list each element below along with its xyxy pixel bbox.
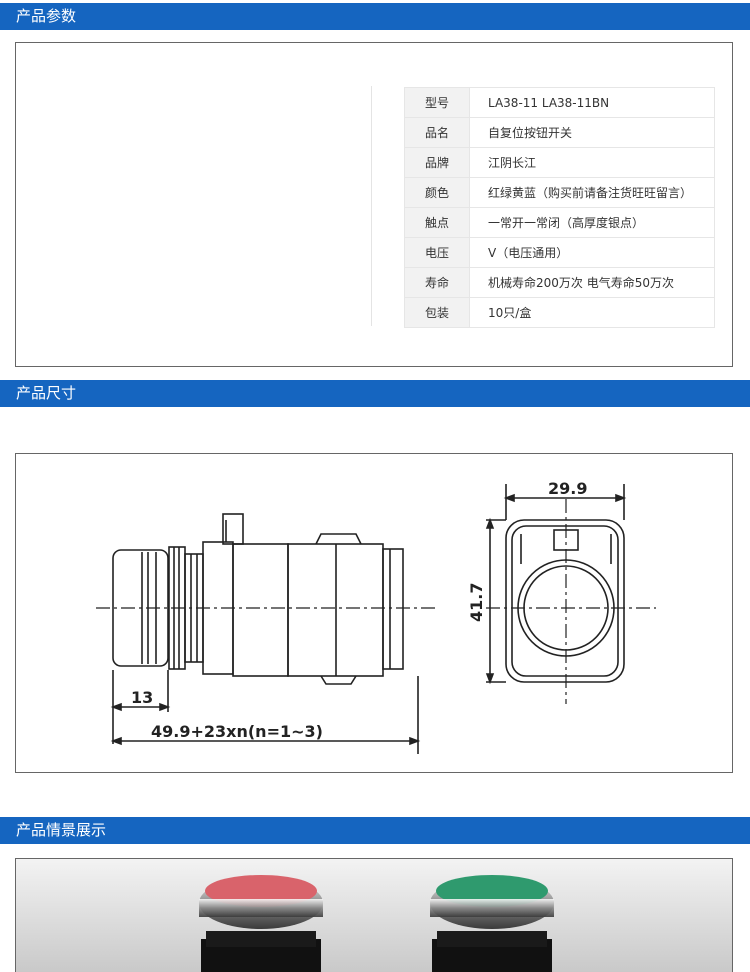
section-header-size: 产品尺寸 [0,380,750,407]
section-header-scene: 产品情景展示 [0,817,750,844]
dim-head-label: 13 [131,688,153,707]
section-title: 产品尺寸 [16,384,77,402]
spec-key: 触点 [404,207,470,238]
spec-key: 电压 [404,237,470,268]
green-button [430,875,554,972]
spec-value: 自复位按钮开关 [469,117,715,148]
dimension-drawing: 13 49.9+23xn(n=1~3) 29.9 41.7 [96,479,656,754]
product-photo-image [199,875,554,972]
spec-value: 红绿黄蓝（购买前请备注货旺旺留言） [469,177,715,208]
spec-value: 一常开一常闭（高厚度银点） [469,207,715,238]
spec-row: 触点一常开一常闭（高厚度银点） [404,207,715,238]
spec-value: 10只/盒 [469,297,715,328]
spec-key: 寿命 [404,267,470,298]
spec-row: 寿命机械寿命200万次 电气寿命50万次 [404,267,715,298]
spec-row: 品牌江阴长江 [404,147,715,178]
dim-length-label: 49.9+23xn(n=1~3) [151,722,323,741]
section-header-params: 产品参数 [0,3,750,30]
spec-value: V（电压通用） [469,237,715,268]
spec-row: 颜色红绿黄蓝（购买前请备注货旺旺留言） [404,177,715,208]
product-photo [15,858,733,972]
divider [371,86,372,326]
dim-height-label: 41.7 [467,583,486,622]
spec-key: 颜色 [404,177,470,208]
section-title: 产品情景展示 [16,821,107,839]
section-title: 产品参数 [16,7,77,25]
spec-value: LA38-11 LA38-11BN [469,87,715,118]
spec-key: 品牌 [404,147,470,178]
spec-row: 品名自复位按钮开关 [404,117,715,148]
spec-key: 型号 [404,87,470,118]
spec-key: 包装 [404,297,470,328]
red-button [199,875,323,972]
spec-key: 品名 [404,117,470,148]
dim-width-label: 29.9 [548,479,587,498]
spec-value: 江阴长江 [469,147,715,178]
dimension-drawing-panel: 13 49.9+23xn(n=1~3) 29.9 41.7 [15,453,733,773]
spec-value: 机械寿命200万次 电气寿命50万次 [469,267,715,298]
